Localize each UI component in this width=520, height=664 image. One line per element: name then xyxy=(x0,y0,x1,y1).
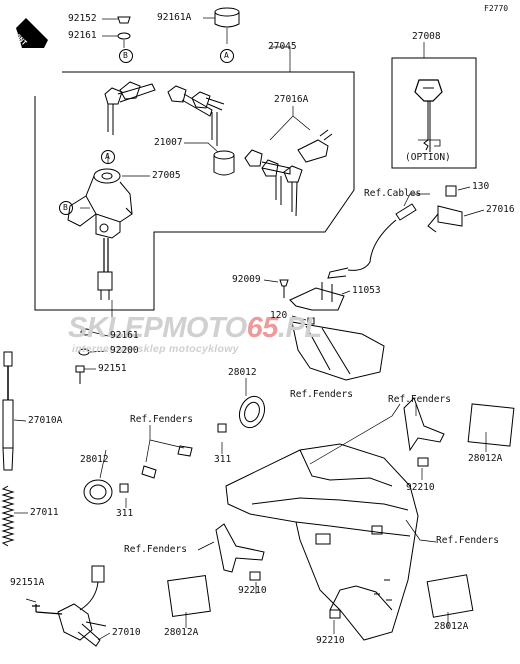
label-28012A-left: 28012A xyxy=(164,627,199,638)
washer-92161-mid-drawing xyxy=(80,328,92,336)
nut-92210-bottom-drawing xyxy=(329,609,341,619)
label-28012A-right: 28012A xyxy=(468,453,503,464)
ref-circle-b-mid-label: B xyxy=(63,203,68,212)
label-311-left: 311 xyxy=(116,508,134,519)
label-92210-right: 92210 xyxy=(406,482,435,493)
label-27016A: 27016A xyxy=(274,94,309,105)
leader-lines xyxy=(13,17,487,641)
label-311-right: 311 xyxy=(214,454,232,465)
watermark-brand: SKLEPMOTO65.PL xyxy=(68,312,322,345)
label-ref-fenders-center: Ref.Fenders xyxy=(290,389,353,400)
screw-92151A-drawing xyxy=(32,604,63,615)
label-ref-fenders-right: Ref.Fenders xyxy=(388,394,451,405)
nut-92210-center-drawing xyxy=(249,571,261,581)
option-box-27008 xyxy=(391,57,477,169)
label-92151: 92151 xyxy=(98,363,127,374)
label-28012-left: 28012 xyxy=(80,454,109,465)
label-92161-top: 92161 xyxy=(68,30,97,41)
keys-27016A-drawing xyxy=(244,129,333,217)
label-92200: 92200 xyxy=(110,345,139,356)
label-28012A-bottom: 28012A xyxy=(434,621,469,632)
seat-lock-cable-drawing xyxy=(327,185,463,279)
label-92151A: 92151A xyxy=(10,577,45,588)
washer-92152-drawing xyxy=(117,16,131,24)
label-27005: 27005 xyxy=(152,170,181,181)
label-92161-mid: 92161 xyxy=(110,330,139,341)
ref-circle-b-mid xyxy=(59,201,73,215)
label-ref-fenders-left: Ref.Fenders xyxy=(130,414,193,425)
ref-circle-b-top xyxy=(119,49,133,63)
bracket-left-drawing xyxy=(215,523,265,573)
ref-circle-b-top-label: B xyxy=(123,51,128,60)
nut-92210-right-drawing xyxy=(417,457,429,467)
rear-fender-drawing xyxy=(225,443,419,641)
bracket-right-drawing xyxy=(403,397,445,452)
key-27008-drawing xyxy=(414,79,443,152)
bracket-11053-drawing xyxy=(289,282,345,311)
label-21007: 21007 xyxy=(154,137,183,148)
label-92152: 92152 xyxy=(68,13,97,24)
nut-311-right-drawing xyxy=(217,423,227,433)
watermark-brand-mid: MOTO xyxy=(162,312,247,344)
reflector-28012A-right-drawing xyxy=(467,403,515,447)
reflector-28012-top-drawing xyxy=(238,395,266,429)
cylinder-21007-drawing xyxy=(213,150,235,176)
ref-circle-a-mid-label: A xyxy=(105,152,110,161)
label-option: (OPTION) xyxy=(405,152,451,163)
screw-92009-drawing xyxy=(279,279,289,298)
label-27045: 27045 xyxy=(268,41,297,52)
label-11053: 11053 xyxy=(352,285,381,296)
grommet-92161A-drawing xyxy=(214,7,240,28)
label-ref-fenders-lower-left: Ref.Fenders xyxy=(124,544,187,555)
switch-27010-drawing xyxy=(57,565,107,647)
label-92009: 92009 xyxy=(232,274,261,285)
ref-circle-a-top-label: A xyxy=(224,51,229,60)
label-ref-cables: Ref.Cables xyxy=(364,188,422,199)
reflector-28012-left-drawing xyxy=(83,479,113,505)
washer-92161-drawing xyxy=(117,32,131,40)
bolt-120-drawing xyxy=(307,317,315,325)
bolt-92151-drawing xyxy=(75,365,85,384)
nut-311-left-drawing xyxy=(119,483,129,493)
label-92210-bottom: 92210 xyxy=(316,635,345,646)
reflector-28012A-bottom-drawing xyxy=(426,574,474,618)
keys-27005-drawing xyxy=(104,81,225,146)
label-27016: 27016 xyxy=(486,204,515,215)
watermark-brand-tld: .PL xyxy=(277,312,322,344)
label-92161A: 92161A xyxy=(157,12,192,23)
label-27010A: 27010A xyxy=(28,415,63,426)
ignition-switch-27005-drawing xyxy=(67,168,133,300)
washer-92200-drawing xyxy=(78,348,90,356)
label-28012-top: 28012 xyxy=(228,367,257,378)
diagram-id: F2770 xyxy=(484,4,509,13)
fender-center-drawing xyxy=(291,321,385,381)
bolt-left-drawing xyxy=(141,465,157,479)
reflector-28012A-left-drawing xyxy=(167,574,211,618)
switch-27010A-drawing xyxy=(2,351,14,471)
label-ref-fenders-lower-right: Ref.Fenders xyxy=(436,535,499,546)
group-outline-27045 xyxy=(34,71,355,311)
label-27011: 27011 xyxy=(30,507,59,518)
label-120: 120 xyxy=(270,310,288,321)
watermark-brand-left: SKLEP xyxy=(68,312,163,344)
label-130: 130 xyxy=(472,181,490,192)
spring-27011-drawing xyxy=(1,485,15,547)
watermark-brand-red: 65 xyxy=(246,312,279,344)
front-arrow xyxy=(16,18,48,48)
label-27010: 27010 xyxy=(112,627,141,638)
label-92210-center: 92210 xyxy=(238,585,267,596)
watermark-tagline: internetowy sklep motocyklowy xyxy=(72,343,239,355)
label-27008: 27008 xyxy=(412,31,441,42)
ref-circle-a-mid xyxy=(101,150,115,164)
ref-circle-a-top xyxy=(220,49,234,63)
bolt-center-drawing xyxy=(177,445,193,457)
